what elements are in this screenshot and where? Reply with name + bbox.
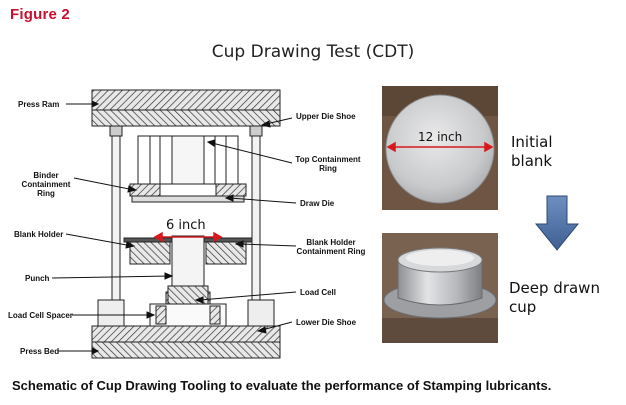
initial-blank-line2: blank — [511, 152, 553, 170]
initial-blank-line1: Initial — [511, 133, 553, 151]
deep-drawn-cup-label: Deep drawn cup — [509, 279, 600, 317]
page-title: Cup Drawing Test (CDT) — [211, 42, 415, 62]
figure-label: Figure 2 — [10, 6, 70, 23]
label-lower-die-shoe: Lower Die Shoe — [296, 318, 357, 327]
twelve-inch-dimension-label: 12 inch — [418, 130, 463, 144]
label-binder-containment-ring: Binder Containment Ring — [12, 171, 80, 198]
label-punch: Punch — [25, 274, 50, 283]
label-upper-die-shoe: Upper Die Shoe — [296, 112, 356, 121]
label-blank-holder: Blank Holder — [14, 230, 64, 239]
process-down-arrow — [534, 195, 580, 251]
top-containment-ring — [137, 135, 239, 185]
label-press-ram: Press Ram — [18, 100, 60, 109]
label-press-bed: Press Bed — [20, 347, 60, 356]
label-top-containment-ring: Top Containment Ring — [292, 155, 364, 173]
label-binder-line1: Binder — [33, 171, 59, 180]
six-inch-dimension-arrow — [153, 231, 223, 243]
deep-drawn-cup-line1: Deep drawn — [509, 279, 600, 297]
label-draw-die: Draw Die — [300, 199, 335, 208]
figure-caption: Schematic of Cup Drawing Tooling to eval… — [12, 378, 552, 393]
label-top-containment-line1: Top Containment — [295, 155, 361, 164]
label-binder-line2: Containment Ring — [21, 180, 71, 198]
binder-containment-ring — [129, 183, 247, 197]
label-bh-containment-line1: Blank Holder — [306, 238, 356, 247]
twelve-inch-dimension-arrow — [386, 141, 494, 153]
leader-lines-left — [51, 100, 174, 355]
six-inch-dimension-label: 6 inch — [166, 218, 206, 233]
press-bed-plate — [91, 341, 281, 359]
label-top-containment-line2: Ring — [319, 164, 337, 173]
label-bh-containment-line2: Containment Ring — [296, 247, 366, 256]
label-blank-holder-containment-ring: Blank Holder Containment Ring — [294, 238, 368, 256]
upper-die-shoe — [91, 109, 281, 137]
deep-drawn-cup-photo — [382, 233, 498, 343]
press-ram-plate — [91, 89, 281, 111]
lower-die-shoe — [91, 299, 281, 343]
leader-lines-right — [194, 117, 297, 334]
initial-blank-label: Initial blank — [511, 133, 553, 171]
load-cell-spacer — [149, 303, 227, 327]
deep-drawn-cup-line2: cup — [509, 298, 537, 316]
label-load-cell-spacer: Load Cell Spacer — [8, 311, 73, 320]
initial-blank-photo — [382, 86, 498, 210]
label-load-cell: Load Cell — [300, 288, 337, 297]
